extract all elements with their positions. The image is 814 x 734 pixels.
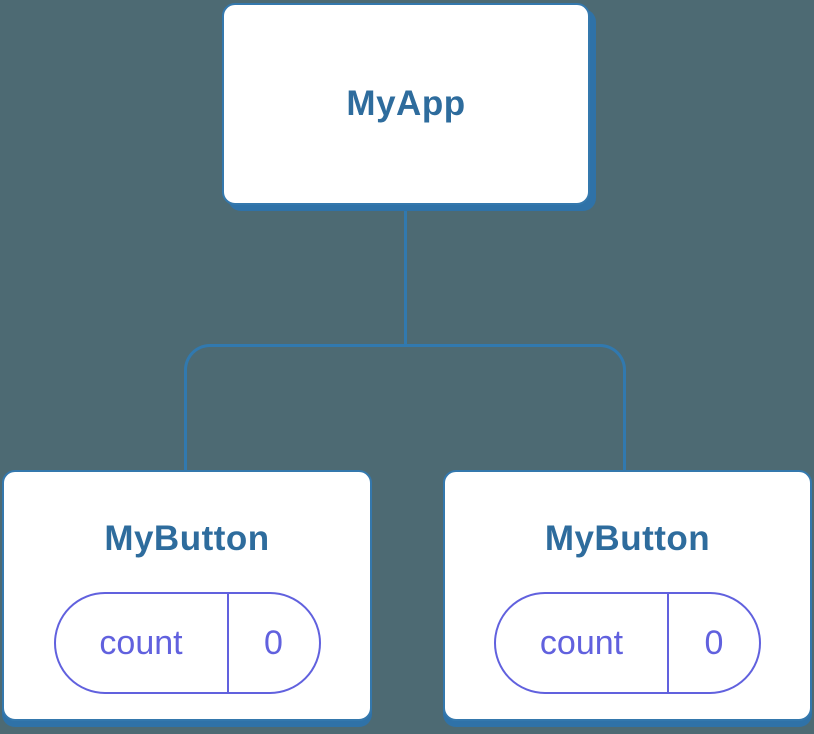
node-label: MyButton	[104, 519, 270, 558]
state-value-cell: 0	[229, 594, 319, 692]
state-pill: count 0	[494, 592, 761, 694]
state-name-cell: count	[56, 594, 229, 692]
state-pill: count 0	[53, 592, 321, 694]
state-name: count	[539, 623, 624, 662]
state-value-cell: 0	[669, 594, 759, 692]
state-value: 0	[704, 623, 724, 662]
component-node-root: MyApp	[222, 3, 590, 205]
component-node-child-1: MyButton count 0	[2, 470, 372, 721]
state-name: count	[99, 623, 183, 662]
node-label: MyApp	[346, 84, 466, 123]
component-node-child-2: MyButton count 0	[443, 470, 812, 721]
state-name-cell: count	[496, 594, 669, 692]
connector-stem-line	[404, 211, 407, 346]
node-label: MyButton	[544, 519, 711, 558]
state-value: 0	[264, 623, 283, 662]
connector-branch-line	[184, 344, 626, 470]
